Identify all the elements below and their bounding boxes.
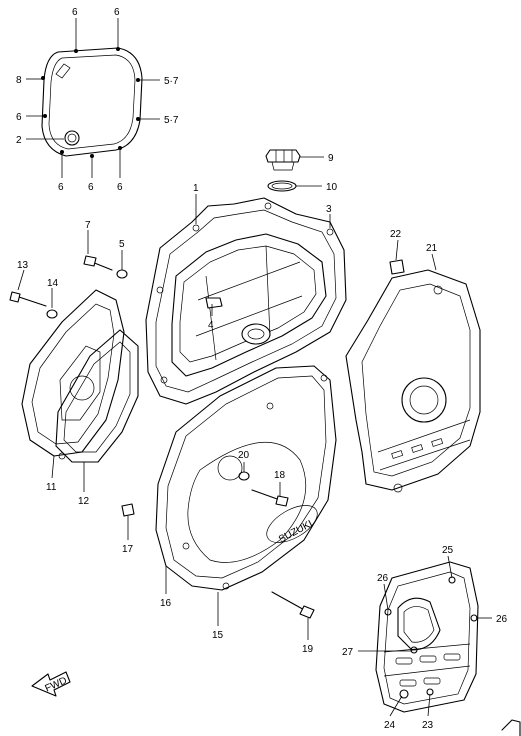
callout-19[interactable]: 19 <box>302 644 314 655</box>
callout-4[interactable]: 4 <box>208 320 214 331</box>
generator-cover-gasket <box>41 47 143 158</box>
callout-11[interactable]: 11 <box>46 482 57 493</box>
callout-22[interactable]: 22 <box>390 229 402 240</box>
callout-25[interactable]: 25 <box>442 545 454 556</box>
signal-generator-gasket <box>55 329 139 463</box>
callout-10[interactable]: 10 <box>326 182 338 193</box>
callout-6[interactable]: 6 <box>114 7 120 18</box>
callout-6[interactable]: 6 <box>16 112 22 123</box>
callout-labels: 6 6 8 5·7 6 5·7 2 6 6 6 9 10 1 3 7 5 22 … <box>16 7 508 731</box>
callout-6[interactable]: 6 <box>117 182 123 193</box>
callout-9[interactable]: 9 <box>328 153 334 164</box>
o-ring <box>267 180 297 192</box>
callout-6[interactable]: 6 <box>58 182 64 193</box>
callout-6[interactable]: 6 <box>88 182 94 193</box>
callout-5-7[interactable]: 5·7 <box>164 76 179 87</box>
callout-26[interactable]: 26 <box>377 573 389 584</box>
callout-14[interactable]: 14 <box>47 278 59 289</box>
callout-6[interactable]: 6 <box>72 7 78 18</box>
callout-17[interactable]: 17 <box>122 544 134 555</box>
callout-23[interactable]: 23 <box>422 720 434 731</box>
callout-18[interactable]: 18 <box>274 470 286 481</box>
callout-16[interactable]: 16 <box>160 598 172 609</box>
washer-14 <box>46 309 58 319</box>
callout-3[interactable]: 3 <box>326 204 332 215</box>
callout-21[interactable]: 21 <box>426 243 438 254</box>
generator-cover: SUZUKI <box>121 365 337 619</box>
callout-24[interactable]: 24 <box>384 720 396 731</box>
callout-1[interactable]: 1 <box>193 183 199 194</box>
callout-8[interactable]: 8 <box>16 75 22 86</box>
callout-5[interactable]: 5 <box>119 239 125 250</box>
clutch-cover <box>145 197 347 405</box>
engine-sprocket-cover <box>375 561 479 713</box>
page-corner-icon <box>501 719 521 736</box>
forward-arrow-icon: FWD <box>31 671 71 697</box>
washer-5 <box>116 269 128 279</box>
signal-generator-cover <box>21 289 125 460</box>
oil-filler-cap <box>265 149 301 171</box>
callout-15[interactable]: 15 <box>212 630 224 641</box>
callout-26[interactable]: 26 <box>496 614 508 625</box>
callout-27[interactable]: 27 <box>342 647 354 658</box>
callout-13[interactable]: 13 <box>17 260 29 271</box>
callout-20[interactable]: 20 <box>238 450 250 461</box>
water-pump-cover <box>345 259 481 493</box>
callout-5-7[interactable]: 5·7 <box>164 115 179 126</box>
bolt-13 <box>9 291 47 307</box>
callout-2[interactable]: 2 <box>16 135 22 146</box>
bolt-7 <box>83 255 113 271</box>
leader-lines <box>17 18 492 717</box>
callout-12[interactable]: 12 <box>78 496 90 507</box>
callout-7[interactable]: 7 <box>85 220 91 231</box>
